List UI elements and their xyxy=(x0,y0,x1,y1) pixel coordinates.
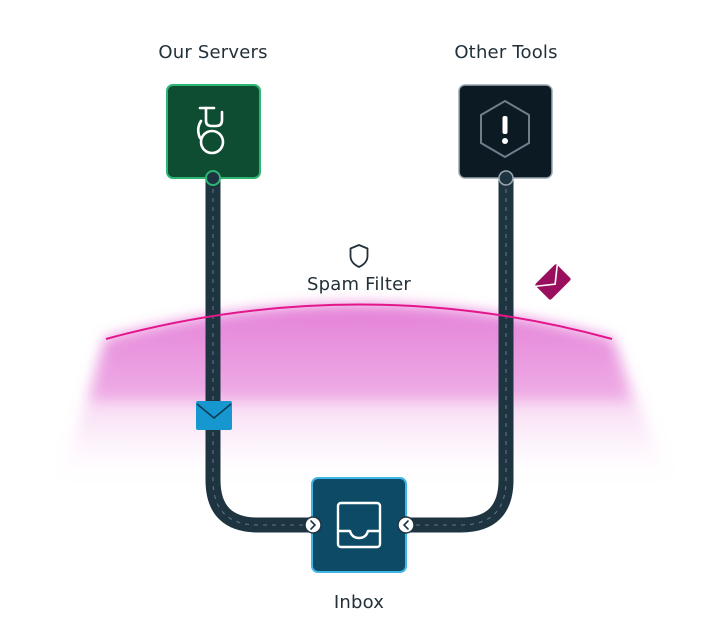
tools-port xyxy=(498,170,514,186)
tools-node xyxy=(458,84,553,186)
shield-icon xyxy=(349,244,369,268)
warning-hexagon-icon xyxy=(480,99,530,159)
servers-port xyxy=(205,170,221,186)
pipe-servers-dash xyxy=(212,180,313,526)
inbox-node xyxy=(304,477,415,573)
spam-filter-line xyxy=(105,303,613,340)
spam-filter-label: Spam Filter xyxy=(307,274,411,295)
spam-filter-glow-core xyxy=(90,307,630,400)
good-envelope-icon xyxy=(196,401,232,430)
inbox-left-port-chevron-icon xyxy=(304,516,322,534)
servers-node xyxy=(166,84,261,186)
inbox-tray-icon xyxy=(336,501,382,549)
inbox-label: Inbox xyxy=(333,592,385,613)
pipe-tools-dash xyxy=(406,180,507,526)
servers-label: Our Servers xyxy=(158,42,268,63)
tools-label: Other Tools xyxy=(454,42,558,63)
spam-envelope-icon xyxy=(535,264,571,300)
mailgun-logo-icon xyxy=(196,106,225,155)
inbox-right-port-chevron-icon xyxy=(397,516,415,534)
